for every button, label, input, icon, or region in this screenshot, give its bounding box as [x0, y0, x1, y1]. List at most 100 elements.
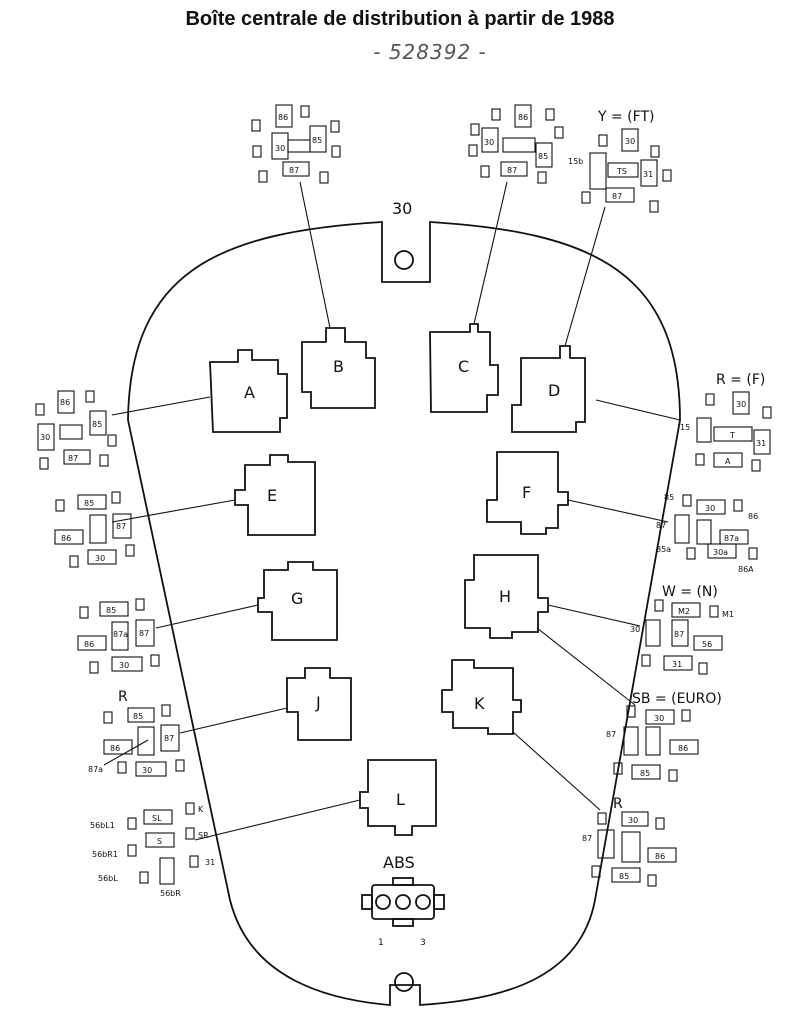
variant-label-SB: SB = (EURO): [632, 691, 722, 707]
variant-label-Y: Y = (FT): [597, 109, 654, 125]
pin-label-30: 30: [119, 661, 129, 670]
leader-K: [512, 731, 601, 811]
pin-label-85: 85: [92, 420, 102, 429]
pin-label-86: 86: [84, 640, 94, 649]
abs-pin-1: [375, 894, 391, 910]
pin-label-SL: SL: [152, 814, 162, 823]
pin-label-85: 85: [538, 152, 548, 161]
relay-socket-J: [286, 667, 352, 741]
leader-F: [567, 499, 669, 523]
relay-label-C: C: [458, 357, 469, 376]
abs-pin-label-1: 1: [378, 938, 384, 948]
pin-label-S: S: [157, 837, 162, 846]
pin-label-SR: SR: [198, 831, 209, 840]
pin-label-31: 31: [672, 660, 682, 669]
pin-label-87a: 87a: [724, 534, 739, 543]
pin-label-85: 85: [106, 606, 116, 615]
pin-label-31: 31: [205, 858, 215, 867]
pin-label-30: 30: [736, 400, 746, 409]
pin-label-M2: M2: [678, 607, 690, 616]
relay-label-L: L: [396, 790, 405, 809]
pin-diagram-L: [127, 802, 199, 885]
top-terminal-label: 30: [392, 199, 412, 218]
relay-label-E: E: [267, 486, 277, 505]
leader-87a-R: [103, 739, 149, 766]
pin-label-86A: 86A: [738, 565, 754, 574]
relay-label-F: F: [522, 483, 531, 502]
pin-label-85: 85: [619, 872, 629, 881]
abs-connector-body: [371, 884, 435, 920]
pin-diagram-K: [591, 811, 677, 887]
diagram-subtitle: - 528392 -: [373, 40, 487, 64]
pin-label-M1: M1: [722, 610, 734, 619]
pin-label-87: 87: [582, 834, 592, 843]
relay-socket-A: [209, 349, 288, 433]
relay-socket-D: [511, 345, 586, 433]
relay-label-D: D: [548, 381, 560, 400]
pin-label-86: 86: [518, 113, 528, 122]
pin-diagram-E: [54, 491, 135, 568]
abs-pin-label-3: 3: [420, 938, 426, 948]
pin-label-85: 85: [664, 493, 674, 502]
relay-socket-C: [429, 323, 499, 413]
leader-C: [473, 181, 508, 325]
leader-L: [194, 799, 361, 841]
abs-connector-tab-top: [392, 877, 414, 886]
pin-diagram-A: [35, 390, 117, 470]
variant-label-R-F: R = (F): [716, 372, 765, 388]
pin-label-56bL1: 56bL1: [90, 821, 115, 830]
relay-label-A: A: [244, 383, 255, 402]
pin-label-56bR1: 56bR1: [92, 850, 118, 859]
pin-label-30: 30: [484, 138, 494, 147]
abs-connector-ear-right: [433, 894, 445, 910]
pin-label-87: 87: [289, 166, 299, 175]
pin-label-31: 31: [643, 170, 653, 179]
relay-socket-E: [234, 454, 316, 536]
pin-label-86: 86: [678, 744, 688, 753]
mounting-hole-bottom: [394, 972, 414, 992]
pin-label-87a: 87a: [113, 630, 128, 639]
leader-A: [111, 396, 211, 416]
pin-label-30: 30: [705, 504, 715, 513]
relay-label-G: G: [291, 589, 303, 608]
pin-label-86: 86: [278, 113, 288, 122]
pin-label-86: 86: [60, 398, 70, 407]
pin-label-87: 87: [68, 454, 78, 463]
leader-E: [111, 499, 236, 523]
pin-label-87: 87: [656, 521, 666, 530]
pin-label-85a: 85a: [656, 545, 671, 554]
relay-socket-H: [464, 554, 549, 639]
pin-label-87a: 87a: [88, 765, 103, 774]
abs-label: ABS: [383, 853, 415, 872]
leader-G: [155, 604, 259, 629]
pin-diagram-C: [468, 104, 564, 184]
pin-label-30: 30: [625, 137, 635, 146]
pin-label-A: A: [725, 457, 731, 466]
abs-connector-ear-left: [361, 894, 373, 910]
pin-label-87: 87: [139, 629, 149, 638]
pin-diagram-F: [674, 494, 758, 560]
pin-diagram-D: [581, 128, 672, 213]
abs-pin-3: [415, 894, 431, 910]
pin-label-30: 30: [628, 816, 638, 825]
pin-label-56: 56: [702, 640, 712, 649]
leader-H-euro: [536, 627, 636, 706]
pin-label-86: 86: [748, 512, 758, 521]
abs-connector-tab-bottom: [392, 918, 414, 927]
pin-label-T: T: [729, 431, 735, 440]
relay-label-K: K: [474, 694, 485, 713]
abs-pin-2: [395, 894, 411, 910]
pin-label-87: 87: [164, 734, 174, 743]
pin-label-56bR: 56bR: [160, 889, 181, 898]
relay-socket-F: [486, 451, 569, 535]
leader-D: [564, 206, 606, 347]
pin-diagram-SB: [613, 705, 699, 782]
pin-diagram-G: [77, 598, 160, 674]
pin-label-30a: 30a: [713, 548, 728, 557]
pin-label-31: 31: [756, 439, 766, 448]
variant-label-W: W = (N): [662, 584, 718, 600]
pin-label-86: 86: [61, 534, 71, 543]
pin-diagram-H: [641, 599, 723, 675]
pin-label-87: 87: [116, 522, 126, 531]
